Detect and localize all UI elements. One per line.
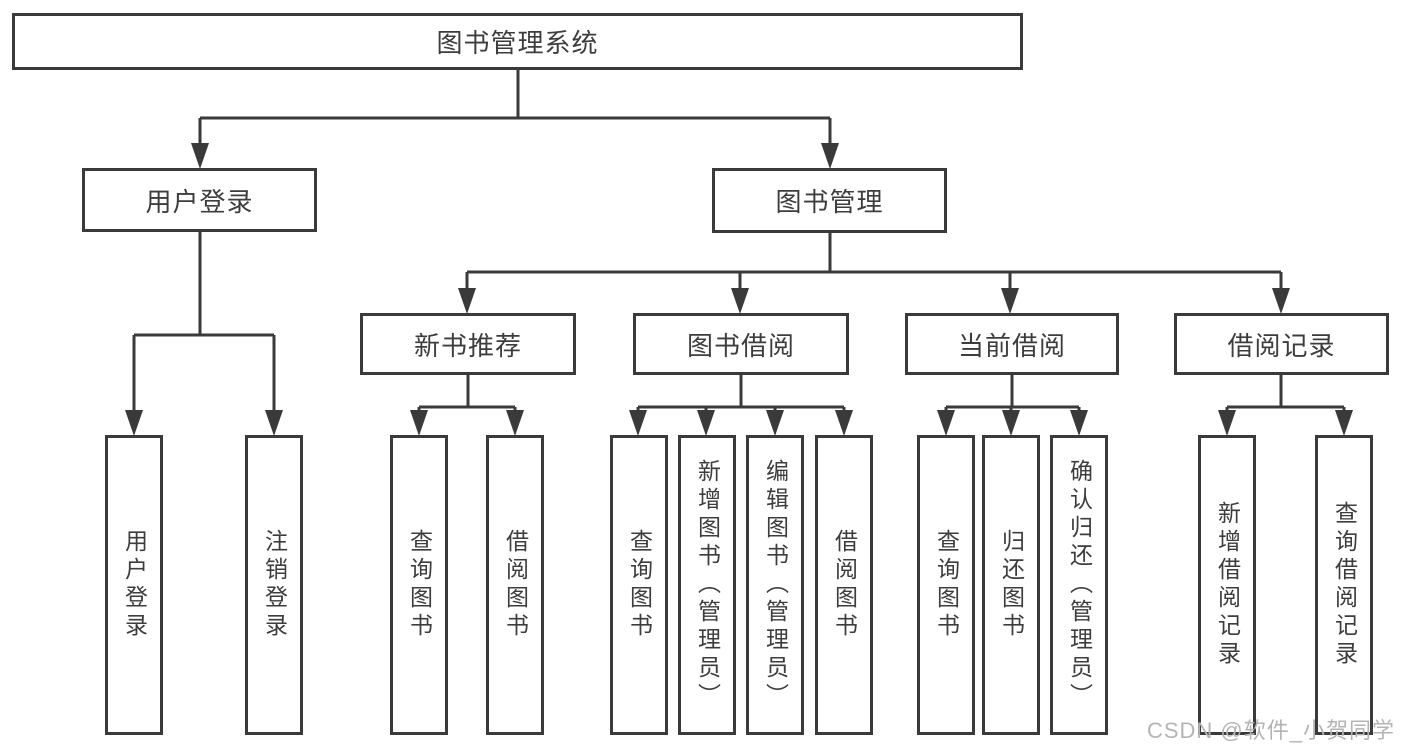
arrowheads	[125, 143, 1353, 436]
leaf-label: 查询借阅记录	[1331, 501, 1358, 669]
connector-mgmt-to-l2	[465, 233, 1283, 291]
node-new-book-recommend: 新书推荐	[360, 313, 576, 375]
leaf-label: 查询图书	[933, 529, 960, 641]
leaf-edit-books-admin: 编辑图书（管理员）	[746, 435, 804, 735]
node-book-borrow: 图书借阅	[633, 313, 849, 375]
node-label: 图书管理系统	[436, 28, 599, 58]
connector-login-to-leaves	[132, 232, 276, 413]
leaf-label: 借阅图书	[502, 529, 529, 641]
leaf-return-books: 归还图书	[982, 435, 1040, 735]
leaf-query-books-recommend: 查询图书	[390, 435, 448, 735]
leaf-label: 借阅图书	[831, 529, 858, 641]
leaf-query-books-current: 查询图书	[917, 435, 975, 735]
leaf-label: 归还图书	[998, 529, 1025, 641]
leaf-label: 新增图书（管理员）	[694, 459, 721, 711]
leaf-query-books-borrow: 查询图书	[610, 435, 668, 735]
node-book-management: 图书管理	[712, 168, 947, 233]
connector-recommend-to-leaves	[417, 375, 517, 414]
node-label: 借阅记录	[1227, 330, 1336, 361]
leaf-label: 查询图书	[406, 529, 433, 641]
leaf-query-borrow-record: 查询借阅记录	[1315, 435, 1373, 735]
leaf-user-login: 用户登录	[105, 435, 163, 735]
leaf-label: 新增借阅记录	[1214, 501, 1241, 669]
leaf-label: 确认归还（管理员）	[1066, 459, 1093, 711]
node-current-borrow: 当前借阅	[905, 313, 1119, 375]
node-label: 图书借阅	[686, 330, 795, 361]
node-label: 当前借阅	[957, 330, 1066, 361]
node-root-system: 图书管理系统	[12, 13, 1023, 70]
node-borrow-records: 借阅记录	[1174, 313, 1389, 375]
leaf-label: 编辑图书（管理员）	[762, 459, 789, 711]
connector-borrow-to-leaves	[636, 375, 846, 414]
leaf-add-borrow-record: 新增借阅记录	[1198, 435, 1256, 735]
node-label: 图书管理	[775, 187, 884, 217]
node-label: 新书推荐	[413, 330, 522, 361]
leaf-add-books-admin: 新增图书（管理员）	[678, 435, 736, 735]
leaf-borrow-books-recommend: 借阅图书	[486, 435, 544, 735]
connector-records-to-leaves	[1225, 375, 1346, 414]
node-label: 用户登录	[145, 186, 254, 217]
leaf-confirm-return-admin: 确认归还（管理员）	[1050, 435, 1108, 735]
watermark: CSDN @软件_小贺同学	[1146, 718, 1395, 743]
leaf-label: 用户登录	[121, 529, 148, 641]
connector-root-to-l1	[198, 70, 832, 146]
leaf-label: 注销登录	[261, 529, 288, 641]
node-user-login: 用户登录	[82, 168, 317, 232]
leaf-label: 查询图书	[626, 529, 653, 641]
leaf-logout: 注销登录	[245, 435, 303, 735]
leaf-borrow-books: 借阅图书	[815, 435, 873, 735]
connector-current-to-leaves	[944, 375, 1081, 414]
